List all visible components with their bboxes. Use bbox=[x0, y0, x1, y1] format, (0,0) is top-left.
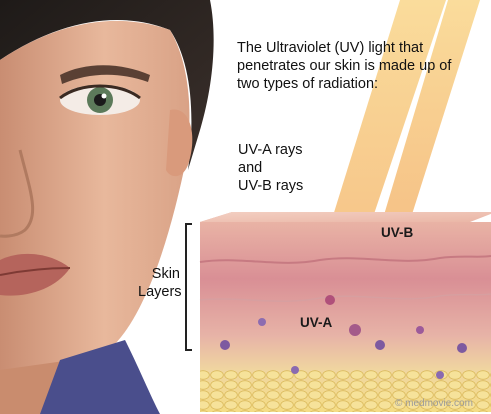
face bbox=[0, 0, 214, 414]
skin-top bbox=[200, 212, 491, 222]
headline-line-3: two types of radiation: bbox=[237, 75, 477, 93]
skin-block bbox=[200, 212, 491, 412]
headline: The Ultraviolet (UV) light that penetrat… bbox=[237, 39, 477, 93]
skin-label-line-2: Layers bbox=[138, 283, 180, 301]
uva-rays-label: UV-A rays bbox=[238, 141, 303, 159]
ray-types: UV-A rays and UV-B rays bbox=[238, 141, 303, 195]
headline-line-2: penetrates our skin is made up of bbox=[237, 57, 477, 75]
skin-label-line-1: Skin bbox=[138, 265, 180, 283]
credit-watermark: © medmovie.com bbox=[395, 398, 473, 409]
uvb-rays-label: UV-B rays bbox=[238, 177, 303, 195]
uva-beam-label: UV-A bbox=[300, 315, 332, 330]
eye bbox=[60, 85, 140, 115]
uvb-beam-label: UV-B bbox=[381, 225, 413, 240]
and-label: and bbox=[238, 159, 303, 177]
skin-layers-label: Skin Layers bbox=[138, 265, 180, 301]
skin-layers-bracket bbox=[186, 224, 192, 350]
headline-line-1: The Ultraviolet (UV) light that bbox=[237, 39, 477, 57]
